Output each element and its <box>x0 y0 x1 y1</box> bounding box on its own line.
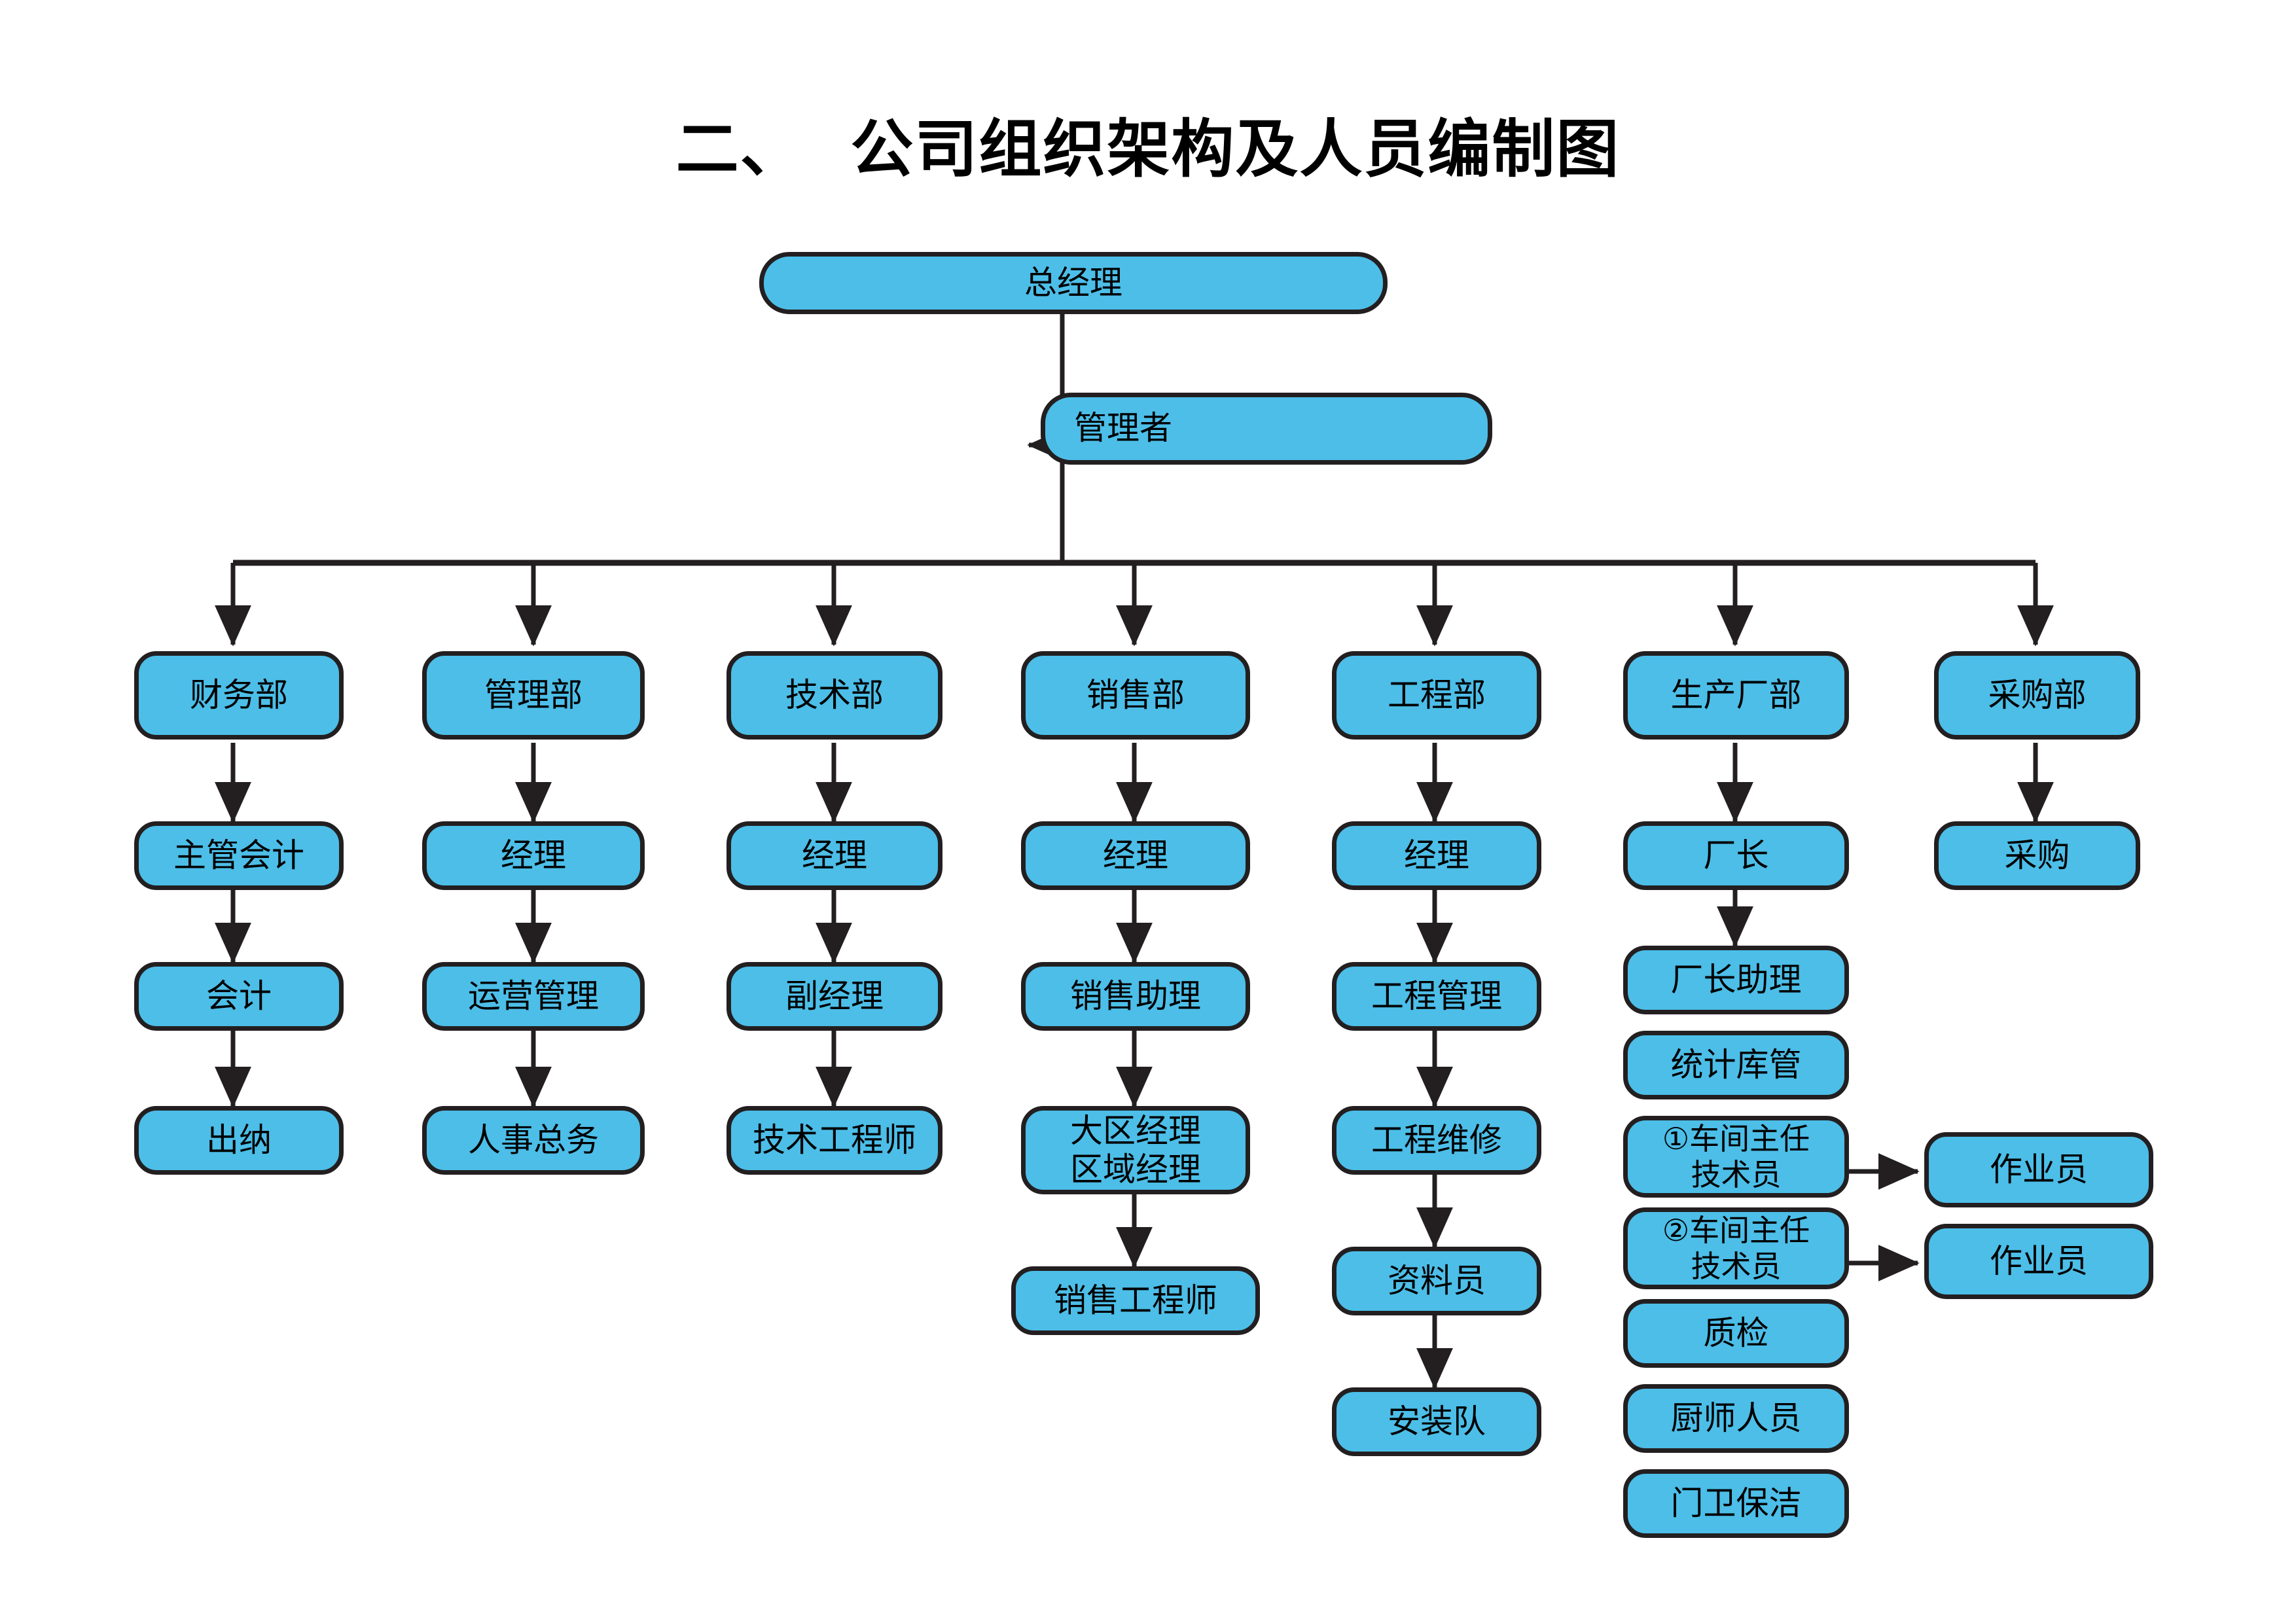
page-title: 二、 公司组织架构及人员编制图 <box>675 113 1621 186</box>
node-c0-chuna[interactable]: 出纳 <box>134 1106 344 1175</box>
node-c1-renshizongwu[interactable]: 人事总务 <box>422 1106 645 1175</box>
node-c2-jingli[interactable]: 经理 <box>726 821 942 890</box>
node-c5-zhijian[interactable]: 质检 <box>1623 1299 1849 1368</box>
node-department-caigou[interactable]: 采购部 <box>1934 651 2140 740</box>
node-c0-kuaiji[interactable]: 会计 <box>134 962 344 1031</box>
node-department-guanli[interactable]: 管理部 <box>422 651 645 740</box>
node-c6-caigou[interactable]: 采购 <box>1934 821 2140 890</box>
node-c3-xiaoshouzhuli[interactable]: 销售助理 <box>1021 962 1250 1031</box>
node-c4-anzhuangdui[interactable]: 安装队 <box>1332 1387 1541 1456</box>
node-c4-gongchengweixiu[interactable]: 工程维修 <box>1332 1106 1541 1175</box>
node-c2-fujingli[interactable]: 副经理 <box>726 962 942 1031</box>
node-department-shengchan[interactable]: 生产厂部 <box>1623 651 1849 740</box>
node-department-xiaoshou[interactable]: 销售部 <box>1021 651 1250 740</box>
node-c5-changzhangzhuli[interactable]: 厂长助理 <box>1623 946 1849 1014</box>
node-c3-jingli[interactable]: 经理 <box>1021 821 1250 890</box>
node-general-manager[interactable]: 总经理 <box>759 252 1388 314</box>
node-operator-1[interactable]: 作业员 <box>1924 1132 2153 1207</box>
node-c0-zhuguankuaiji[interactable]: 主管会计 <box>134 821 344 890</box>
node-c4-jingli[interactable]: 经理 <box>1332 821 1541 890</box>
node-c5-chushirenyuan[interactable]: 厨师人员 <box>1623 1384 1849 1453</box>
node-c3-daqujingli[interactable]: 大区经理 区域经理 <box>1021 1106 1250 1194</box>
node-c5-chejianzhuren-1[interactable]: ①车间主任 技术员 <box>1623 1116 1849 1198</box>
node-c1-yunyingguanli[interactable]: 运营管理 <box>422 962 645 1031</box>
node-operator-2[interactable]: 作业员 <box>1924 1224 2153 1299</box>
node-c1-jingli[interactable]: 经理 <box>422 821 645 890</box>
node-department-gongcheng[interactable]: 工程部 <box>1332 651 1541 740</box>
node-c5-tongjikuguan[interactable]: 统计库管 <box>1623 1031 1849 1099</box>
node-c5-chejianzhuren-2[interactable]: ②车间主任 技术员 <box>1623 1207 1849 1289</box>
node-c3-xiaoshougongchengshi[interactable]: 销售工程师 <box>1011 1266 1260 1335</box>
node-c4-ziliaoyuan[interactable]: 资料员 <box>1332 1247 1541 1315</box>
node-department-caiwu[interactable]: 财务部 <box>134 651 344 740</box>
node-department-jishu[interactable]: 技术部 <box>726 651 942 740</box>
node-c5-menweibaojie[interactable]: 门卫保洁 <box>1623 1469 1849 1538</box>
node-c5-changzhang[interactable]: 厂长 <box>1623 821 1849 890</box>
node-c4-gongchengguanli[interactable]: 工程管理 <box>1332 962 1541 1031</box>
node-manager[interactable]: 管理者 <box>1041 393 1492 465</box>
node-c2-jishugongchengshi[interactable]: 技术工程师 <box>726 1106 942 1175</box>
